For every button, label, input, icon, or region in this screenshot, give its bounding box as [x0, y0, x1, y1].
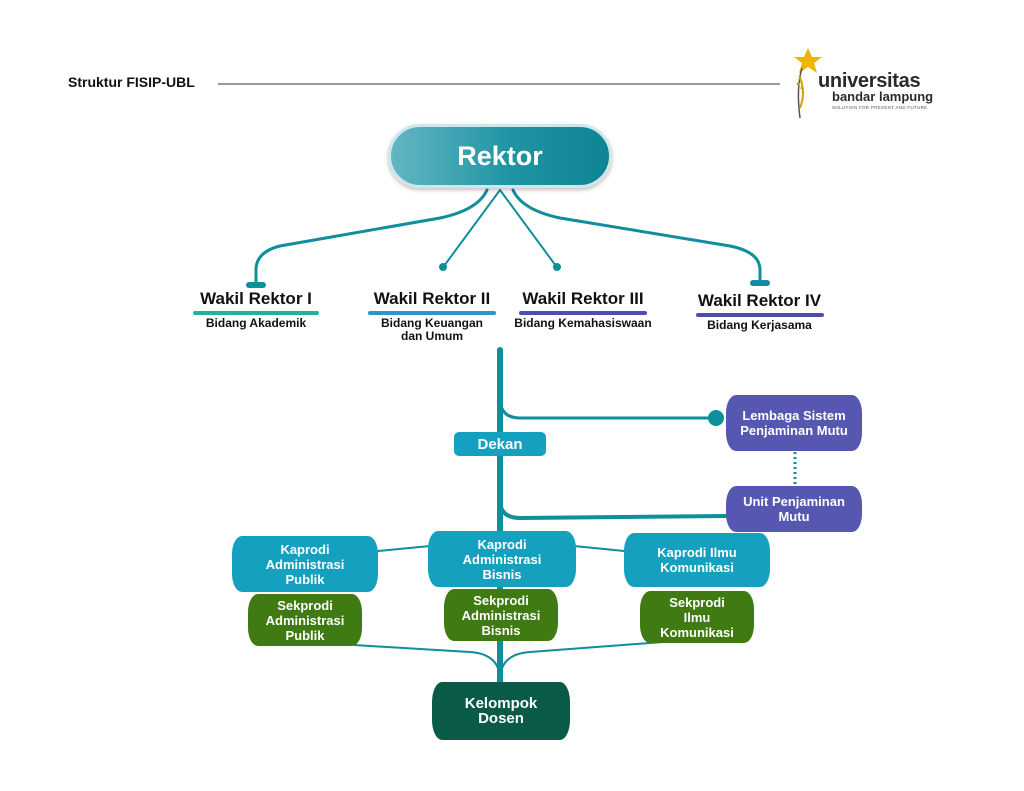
- wakil-rektor-3-subtitle: Bidang Kemahasiswaan: [514, 316, 652, 330]
- dot-lembaga: [708, 410, 724, 426]
- line-to-unit: [498, 498, 728, 521]
- wakil-rektor-1: Wakil Rektor I Bidang Akademik: [186, 289, 326, 330]
- wakil-rektor-3: Wakil Rektor III Bidang Kemahasiswaan: [508, 289, 658, 330]
- wakil-rektor-4-title: Wakil Rektor IV: [697, 291, 822, 310]
- university-logo-icon: [794, 48, 822, 119]
- wakil-rektor-1-title: Wakil Rektor I: [200, 289, 312, 308]
- line-to-kaprodi-publik: [377, 545, 431, 552]
- line-rektor-wr3: [499, 189, 557, 267]
- logo-tagline: SOLUTION FOR PRESENT AND FUTURE: [832, 105, 928, 110]
- dot-wr2: [439, 263, 447, 271]
- wakil-rektor-3-title: Wakil Rektor III: [522, 289, 644, 308]
- wakil-rektor-3-bar: [519, 311, 647, 315]
- wakil-rektor-4-bar: [695, 313, 824, 317]
- wakil-rektor-2-bar: [368, 311, 496, 315]
- dekan-node: Dekan: [454, 432, 546, 456]
- line-to-lembaga: [498, 396, 718, 420]
- line-to-kaprodi-komunikasi: [573, 545, 625, 552]
- line-rektor-wr1: [254, 188, 489, 286]
- title-divider: [218, 83, 780, 85]
- wakil-rektor-2-subtitle: Bidang Keuangan dan Umum: [380, 316, 483, 343]
- sekprodi-ilmu-komunikasi: Sekprodi Ilmu Komunikasi: [640, 591, 754, 643]
- cap-wr4: [750, 280, 770, 286]
- wakil-rektor-1-subtitle: Bidang Akademik: [205, 316, 307, 330]
- kelompok-dosen-node: Kelompok Dosen: [432, 682, 570, 740]
- logo-text-bandar-lampung: bandar lampung: [832, 89, 934, 104]
- kaprodi-ilmu-komunikasi: Kaprodi Ilmu Komunikasi: [624, 533, 770, 587]
- wakil-rektor-1-bar: [193, 311, 319, 315]
- lembaga-penjaminan-mutu-node: Lembaga Sistem Penjaminan Mutu: [726, 395, 862, 451]
- kaprodi-administrasi-bisnis: Kaprodi Administrasi Bisnis: [428, 531, 576, 587]
- wakil-rektor-2: Wakil Rektor II Bidang Keuangan dan Umum: [362, 289, 502, 343]
- line-sekprodi-komunikasi-dosen: [499, 639, 691, 681]
- dot-wr3: [553, 263, 561, 271]
- line-rektor-wr4: [511, 188, 762, 284]
- wakil-rektor-4: Wakil Rektor IV Bidang Kerjasama: [687, 291, 832, 332]
- cap-wr1: [246, 282, 266, 288]
- page-title: Struktur FISIP-UBL: [68, 74, 195, 90]
- wakil-rektor-2-title: Wakil Rektor II: [373, 289, 491, 308]
- unit-penjaminan-mutu-node: Unit Penjaminan Mutu: [726, 486, 862, 532]
- kaprodi-administrasi-publik: Kaprodi Administrasi Publik: [232, 536, 378, 592]
- sekprodi-administrasi-publik: Sekprodi Administrasi Publik: [248, 594, 362, 646]
- rektor-node: Rektor: [388, 124, 612, 188]
- wakil-rektor-4-subtitle: Bidang Kerjasama: [707, 318, 812, 332]
- line-rektor-wr2: [443, 189, 501, 267]
- line-sekprodi-publik-dosen: [353, 644, 501, 681]
- logo-text-universitas: universitas: [818, 70, 921, 92]
- sekprodi-administrasi-bisnis: Sekprodi Administrasi Bisnis: [444, 589, 558, 641]
